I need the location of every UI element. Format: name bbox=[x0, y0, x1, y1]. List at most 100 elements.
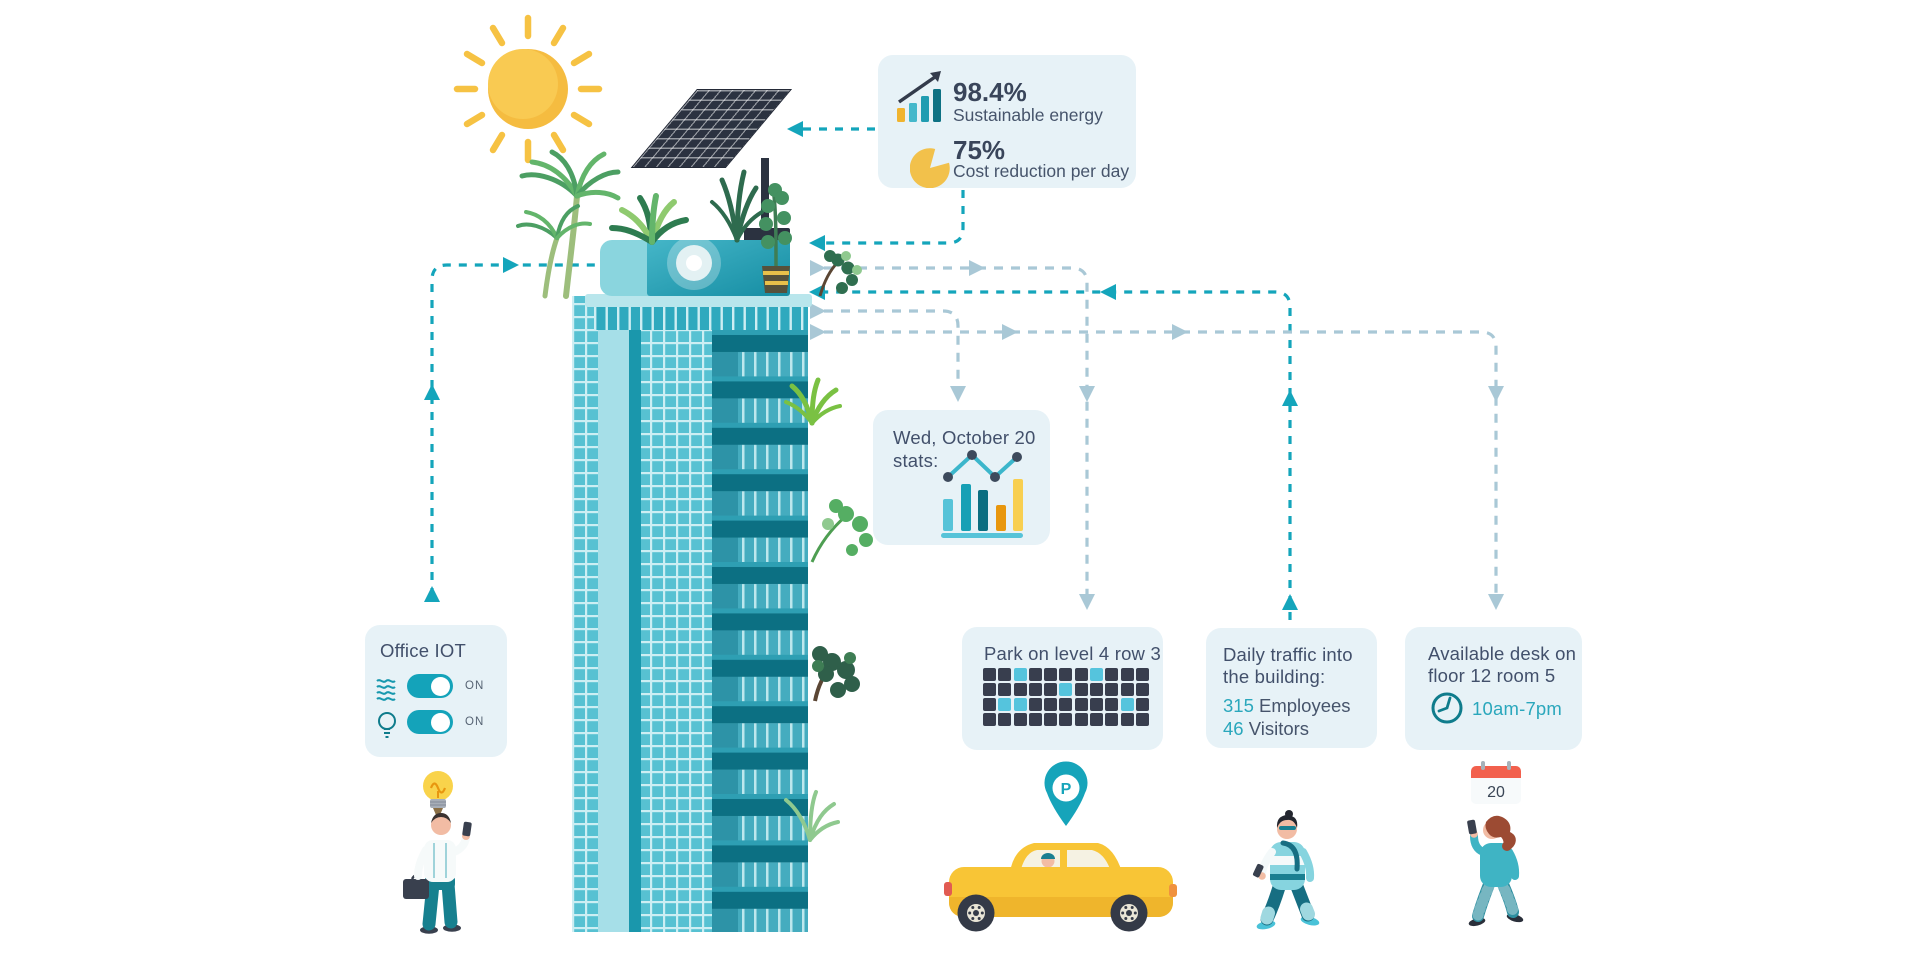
parking-cell-occupied bbox=[1074, 682, 1088, 696]
parking-title: Park on level 4 row 3 bbox=[984, 643, 1161, 664]
parking-cell-occupied bbox=[1028, 668, 1042, 681]
visitors-label: Visitors bbox=[1248, 718, 1310, 739]
parking-cell-occupied bbox=[1028, 682, 1042, 696]
parking-cell-occupied bbox=[1044, 712, 1058, 726]
parking-cell-free bbox=[1120, 697, 1134, 711]
parking-cell-occupied bbox=[1120, 712, 1134, 726]
line-office-iot-building bbox=[430, 263, 640, 596]
roof-railing bbox=[594, 307, 808, 330]
parking-cell-occupied bbox=[1059, 668, 1073, 681]
line-energy-card-building bbox=[823, 190, 965, 245]
energy-label: Sustainable energy bbox=[953, 105, 1103, 125]
parking-cell-occupied bbox=[1028, 712, 1042, 726]
parking-cell-occupied bbox=[1044, 668, 1058, 681]
parking-cell-occupied bbox=[998, 682, 1012, 696]
climate-state-label: ON bbox=[465, 680, 485, 692]
chart-dot bbox=[990, 472, 1000, 482]
energy-value: 98.4% bbox=[953, 77, 1027, 107]
person-office-worker bbox=[403, 813, 472, 934]
balcony-plant bbox=[784, 790, 840, 842]
traffic-title-line2: the building: bbox=[1223, 666, 1326, 687]
desk-card: Available desk on floor 12 room 5 10am-7… bbox=[1405, 627, 1582, 750]
desk-title-line2: floor 12 room 5 bbox=[1428, 665, 1556, 686]
traffic-title-line1: Daily traffic into bbox=[1223, 644, 1353, 665]
parking-cell-occupied bbox=[1074, 697, 1088, 711]
lightbulb-outline-icon bbox=[378, 712, 396, 738]
calendar-day: 20 bbox=[1487, 784, 1505, 801]
parking-pin-icon: P bbox=[1044, 761, 1088, 826]
parking-cell-occupied bbox=[1074, 712, 1088, 726]
chart-baseline bbox=[941, 533, 1023, 538]
line-building-daystats-card bbox=[824, 309, 960, 388]
employees-stat: 315 Employees bbox=[1223, 695, 1351, 717]
chart-bar bbox=[978, 490, 988, 531]
parking-cell-occupied bbox=[1135, 697, 1149, 711]
parking-cell-occupied bbox=[1013, 682, 1027, 696]
day-stats-chart bbox=[941, 450, 1025, 538]
parking-cell-occupied bbox=[1120, 682, 1134, 696]
day-stats-title-line2: stats: bbox=[893, 450, 939, 471]
toggle-knob bbox=[431, 712, 450, 732]
balcony-plant bbox=[784, 377, 842, 426]
employees-label: Employees bbox=[1259, 695, 1351, 716]
teal-arrowheads bbox=[424, 121, 1298, 610]
sun bbox=[453, 14, 603, 164]
person-visitor bbox=[1467, 815, 1524, 927]
parking-cell-occupied bbox=[1105, 668, 1119, 681]
parking-cell-occupied bbox=[1013, 712, 1027, 726]
balcony-plant bbox=[818, 250, 862, 297]
parking-cell-free bbox=[1090, 668, 1104, 681]
cost-value: 75% bbox=[953, 135, 1006, 165]
parking-cell-occupied bbox=[983, 682, 996, 696]
roof-deck bbox=[585, 294, 812, 307]
desk-hours: 10am-7pm bbox=[1472, 698, 1563, 719]
solar-panel bbox=[630, 89, 792, 168]
clock-icon bbox=[1431, 692, 1463, 724]
pie-chart-icon bbox=[910, 148, 950, 188]
chart-bar bbox=[995, 505, 1006, 531]
parking-cell-occupied bbox=[983, 712, 996, 726]
chart-bar bbox=[960, 484, 971, 531]
parking-cell-occupied bbox=[1105, 682, 1119, 696]
calendar-icon: 20 bbox=[1471, 761, 1521, 804]
traffic-card: Daily traffic into the building: 315 Emp… bbox=[1206, 628, 1377, 748]
roof-vent bbox=[676, 245, 712, 281]
taxi-car bbox=[944, 843, 1177, 932]
parking-cell-occupied bbox=[1135, 668, 1149, 681]
parking-cell-free bbox=[1013, 697, 1027, 711]
building-tower bbox=[572, 236, 812, 932]
office-iot-title: Office IOT bbox=[380, 640, 466, 661]
chart-dot bbox=[943, 472, 953, 482]
parking-cell-occupied bbox=[1044, 682, 1058, 696]
parking-cell-occupied bbox=[1059, 712, 1073, 726]
parking-cell-occupied bbox=[1028, 697, 1042, 711]
visitors-stat: 46 Visitors bbox=[1223, 718, 1309, 740]
roof-unit-light bbox=[600, 240, 678, 296]
parking-pin-letter: P bbox=[1061, 781, 1072, 798]
climate-toggle[interactable] bbox=[407, 674, 453, 698]
day-stats-title-line1: Wed, October 20 bbox=[893, 427, 1036, 448]
idea-lightbulb-icon bbox=[423, 771, 453, 815]
parking-cell-occupied bbox=[1059, 697, 1073, 711]
employees-value: 315 bbox=[1223, 695, 1254, 716]
cost-label: Cost reduction per day bbox=[953, 161, 1130, 181]
parking-cell-occupied bbox=[1090, 682, 1104, 696]
parking-grid bbox=[983, 668, 1149, 726]
chart-bar bbox=[943, 499, 953, 531]
parking-cell-occupied bbox=[1135, 712, 1149, 726]
parking-cell-free bbox=[1059, 682, 1073, 696]
parking-cell-occupied bbox=[1074, 668, 1088, 681]
parking-cell-occupied bbox=[1105, 697, 1119, 711]
building-balconies bbox=[712, 330, 808, 932]
solar-panel-base bbox=[744, 228, 790, 242]
parking-card: Park on level 4 row 3 bbox=[962, 627, 1163, 750]
day-stats-card: Wed, October 20 stats: bbox=[873, 410, 1050, 545]
person-employee bbox=[1252, 810, 1320, 930]
air-waves-icon bbox=[376, 679, 396, 701]
parking-cell-occupied bbox=[1135, 682, 1149, 696]
parking-cell-occupied bbox=[1090, 697, 1104, 711]
parking-cell-free bbox=[998, 697, 1012, 711]
light-toggle[interactable] bbox=[407, 710, 453, 734]
parking-cell-occupied bbox=[983, 668, 996, 681]
